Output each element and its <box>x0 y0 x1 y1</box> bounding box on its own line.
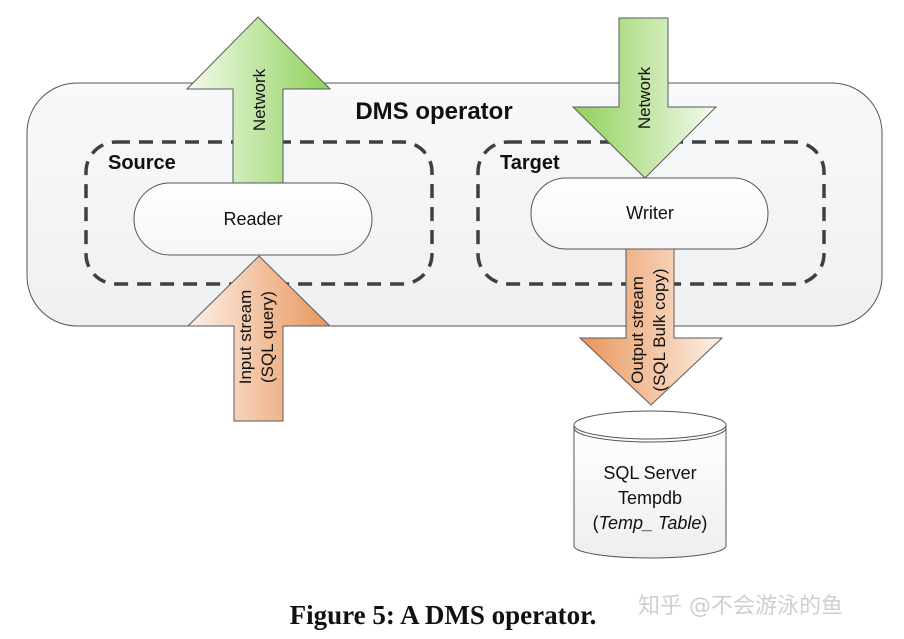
cylinder-top <box>573 410 727 440</box>
output-stream-arrow: Output stream (SQL Bulk copy) <box>578 248 724 406</box>
input-stream-label-line1: Input stream <box>236 290 255 385</box>
reader-component <box>133 182 373 256</box>
database-line3-close: ) <box>701 513 707 533</box>
target-network-label: Network <box>635 66 654 129</box>
input-stream-arrow: Input stream (SQL query) <box>186 255 332 422</box>
input-stream-label-line2: (SQL query) <box>258 291 277 383</box>
up-arrow-shape <box>186 255 332 422</box>
source-title: Source <box>108 152 176 174</box>
down-arrow-shape <box>578 248 724 406</box>
database-line2: Tempdb <box>618 488 682 508</box>
target-network-arrow: Network <box>571 17 718 179</box>
output-stream-label-line2: (SQL Bulk copy) <box>650 268 669 391</box>
source-network-label: Network <box>250 68 269 131</box>
watermark: 知乎 @不会游泳的鱼 <box>638 594 843 619</box>
reader-label: Reader <box>223 209 282 229</box>
writer-label: Writer <box>626 203 674 223</box>
database-line3: (Temp_ Table) <box>593 513 708 533</box>
database-line1: SQL Server <box>603 463 696 483</box>
figure-caption: Figure 5: A DMS operator. <box>290 600 597 630</box>
output-stream-label-line1: Output stream <box>628 276 647 384</box>
sql-server-database: SQL Server Tempdb (Temp_ Table) <box>573 410 727 559</box>
database-line3-open: ( <box>593 513 599 533</box>
cylinder-body <box>573 425 727 559</box>
cylinder-rim <box>573 427 727 443</box>
database-line3-table: Temp_ Table <box>599 513 702 533</box>
source-network-arrow: Network <box>185 16 332 185</box>
target-title: Target <box>500 152 560 174</box>
down-arrow-shape <box>571 17 718 179</box>
dms-operator-title: DMS operator <box>355 98 512 125</box>
